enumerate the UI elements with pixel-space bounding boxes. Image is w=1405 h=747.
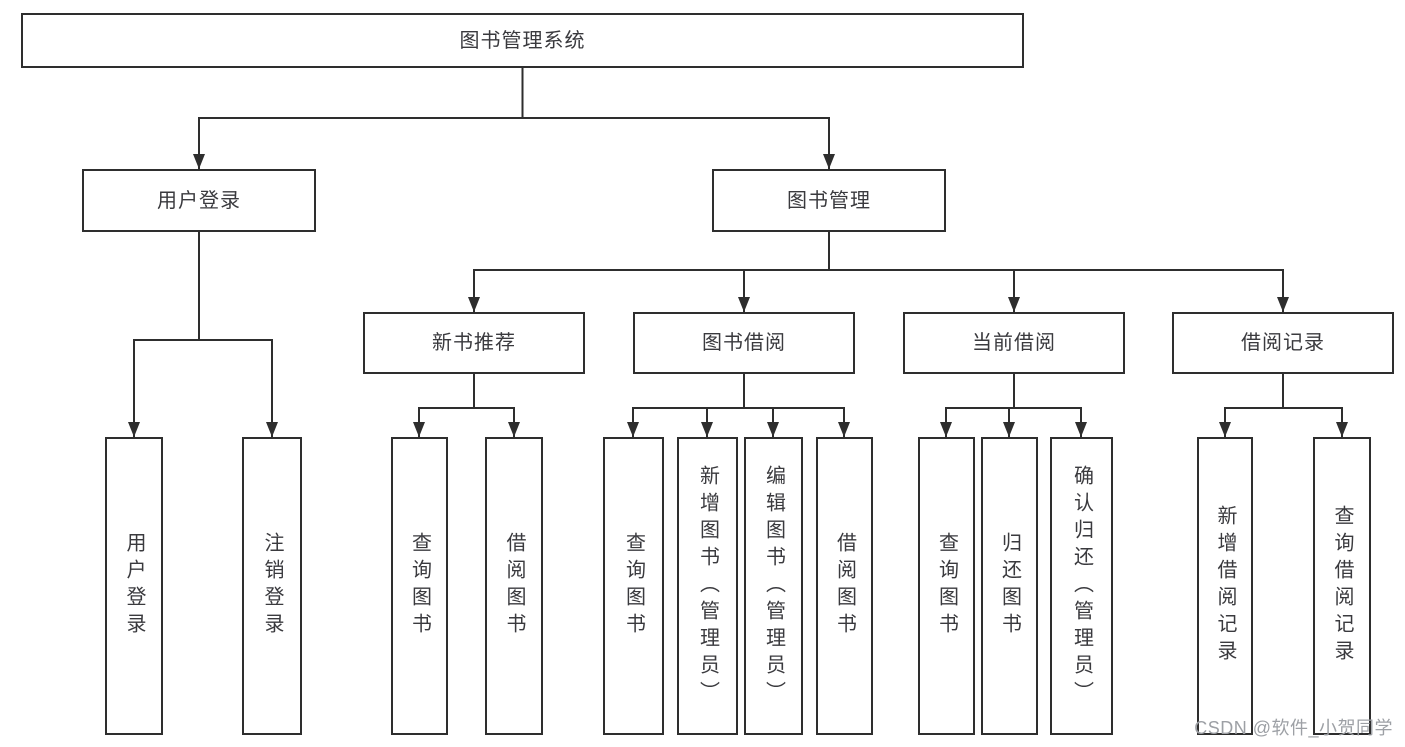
leaf-nb-borrow-book: 借阅图书	[485, 437, 543, 735]
leaf-cb-confirm-return-admin: 确认归还（管理员）	[1050, 437, 1113, 735]
leaf-nb-query-book: 查询图书	[391, 437, 448, 735]
leaf-bb-query-book: 查询图书	[603, 437, 664, 735]
node-book-borrow: 图书借阅	[633, 312, 855, 374]
leaf-user-login: 用户登录	[105, 437, 163, 735]
leaf-logout: 注销登录	[242, 437, 302, 735]
node-borrow-record: 借阅记录	[1172, 312, 1394, 374]
node-book-mgmt: 图书管理	[712, 169, 946, 232]
node-root: 图书管理系统	[21, 13, 1024, 68]
leaf-bb-edit-book-admin: 编辑图书（管理员）	[744, 437, 803, 735]
leaf-bb-borrow-book: 借阅图书	[816, 437, 873, 735]
leaf-bb-add-book-admin: 新增图书（管理员）	[677, 437, 738, 735]
leaf-br-query-record: 查询借阅记录	[1313, 437, 1371, 735]
node-new-book-recommend: 新书推荐	[363, 312, 585, 374]
node-current-borrow: 当前借阅	[903, 312, 1125, 374]
leaf-br-add-record: 新增借阅记录	[1197, 437, 1253, 735]
leaf-cb-query-book: 查询图书	[918, 437, 975, 735]
node-user-login: 用户登录	[82, 169, 316, 232]
csdn-watermark: CSDN @软件_小贺同学	[1194, 718, 1393, 738]
leaf-cb-return-book: 归还图书	[981, 437, 1038, 735]
